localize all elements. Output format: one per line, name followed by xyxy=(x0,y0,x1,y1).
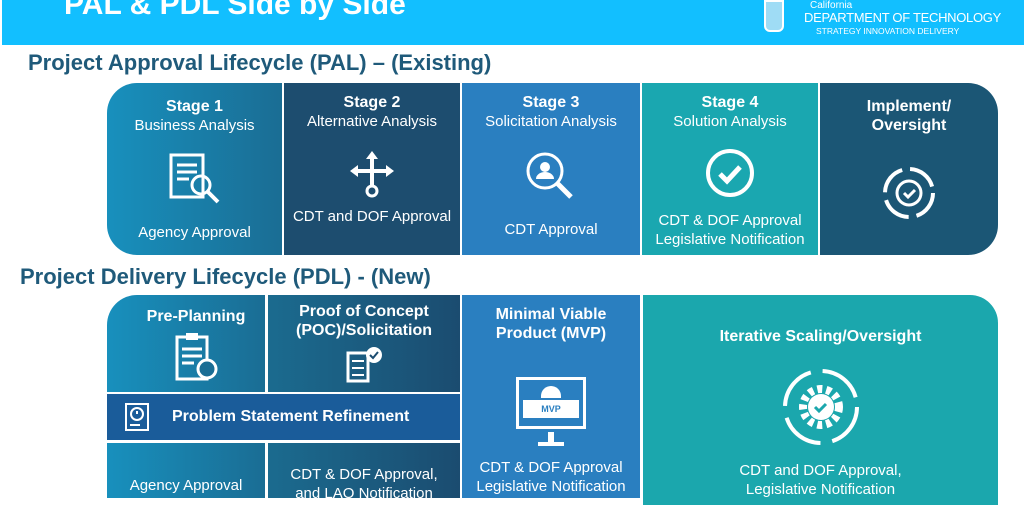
pdl-pre-planning: Pre-Planning xyxy=(107,295,265,392)
stage-title: Stage 1 xyxy=(166,98,223,115)
stage-approval: CDT and DOF Approval xyxy=(292,208,452,225)
pdl-mvp: Minimal Viable Product (MVP) MVP CDT & D… xyxy=(462,295,640,498)
monitor-stand xyxy=(548,432,554,442)
header-banner: PAL & PDL Side by Side California DEPART… xyxy=(2,0,1024,45)
page-title: PAL & PDL Side by Side xyxy=(64,0,406,21)
user-search-icon xyxy=(526,152,573,199)
pdl-pre-planning-approval: Agency Approval xyxy=(107,443,265,498)
pal-stage-1: Stage 1 Business Analysis Agency Approval xyxy=(107,83,282,255)
iterative-approval: CDT and DOF Approval, Legislative Notifi… xyxy=(739,462,902,498)
pdl-iterative-scaling: Iterative Scaling/Oversight CDT and DOF … xyxy=(643,295,998,505)
mvp-badge: MVP xyxy=(523,400,579,418)
stage-title: Implement/ Oversight xyxy=(866,98,952,134)
logo-line3: STRATEGY INNOVATION DELIVERY xyxy=(816,26,960,36)
pdl-poc-approval: CDT & DOF Approval, and LAO Notification xyxy=(268,443,460,502)
pal-stage-4: Stage 4 Solution Analysis CDT & DOF Appro… xyxy=(642,83,818,255)
logo-line1: California xyxy=(810,0,853,11)
problem-statement-title: Problem Statement Refinement xyxy=(172,408,410,425)
arrows-split-icon xyxy=(350,151,394,198)
poc-approval: CDT & DOF Approval, and LAO Notification xyxy=(290,466,438,502)
pdl-poc: Proof of Concept (POC)/Solicitation xyxy=(268,295,460,392)
pal-stage-2: Stage 2 Alternative Analysis CDT and DOF … xyxy=(284,83,460,255)
pre-planning-title: Pre-Planning xyxy=(146,308,246,325)
monitor-gear-icon: MVP xyxy=(516,377,586,429)
check-circle-icon xyxy=(706,149,754,197)
checklist-check-icon xyxy=(346,347,382,383)
logo-line2: DEPARTMENT OF TECHNOLOGY xyxy=(804,10,1001,25)
stage-subtitle: Business Analysis xyxy=(134,117,255,134)
cdt-logo: California DEPARTMENT OF TECHNOLOGY STRA… xyxy=(764,0,1004,40)
stage-approval: CDT Approval xyxy=(504,221,598,238)
california-seal-icon xyxy=(764,0,784,32)
target-cycle-icon xyxy=(883,167,935,219)
pre-planning-approval: Agency Approval xyxy=(129,477,243,494)
iterative-title: Iterative Scaling/Oversight xyxy=(719,328,922,345)
pdl-heading: Project Delivery Lifecycle (PDL) - (New) xyxy=(20,264,431,289)
clipboard-clock-icon xyxy=(175,333,218,381)
stage-subtitle: Solicitation Analysis xyxy=(485,113,617,130)
pal-stage-3: Stage 3 Solicitation Analysis CDT Approva… xyxy=(462,83,640,255)
pdl-problem-statement-refinement: Problem Statement Refinement xyxy=(107,394,460,440)
poc-title: Proof of Concept (POC)/Solicitation xyxy=(296,303,432,339)
document-search-icon xyxy=(169,153,219,204)
mvp-approval: CDT & DOF Approval Legislative Notificat… xyxy=(476,459,626,495)
stage-title: Stage 3 xyxy=(522,94,580,111)
stage-approval: CDT & DOF Approval Legislative Notificat… xyxy=(655,212,805,248)
stage-approval: Agency Approval xyxy=(138,224,251,241)
stage-subtitle: Solution Analysis xyxy=(673,113,787,130)
monitor-base xyxy=(538,442,564,446)
pal-heading: Project Approval Lifecycle (PAL) – (Exis… xyxy=(28,50,492,75)
gear-cycle-icon xyxy=(782,369,859,445)
stage-title: Stage 2 xyxy=(343,94,401,111)
document-alert-icon xyxy=(125,403,149,431)
mvp-title: Minimal Viable Product (MVP) xyxy=(495,306,607,342)
pal-implement-oversight: Implement/ Oversight xyxy=(820,83,998,255)
stage-title: Stage 4 xyxy=(701,94,759,111)
stage-subtitle: Alternative Analysis xyxy=(306,113,438,130)
